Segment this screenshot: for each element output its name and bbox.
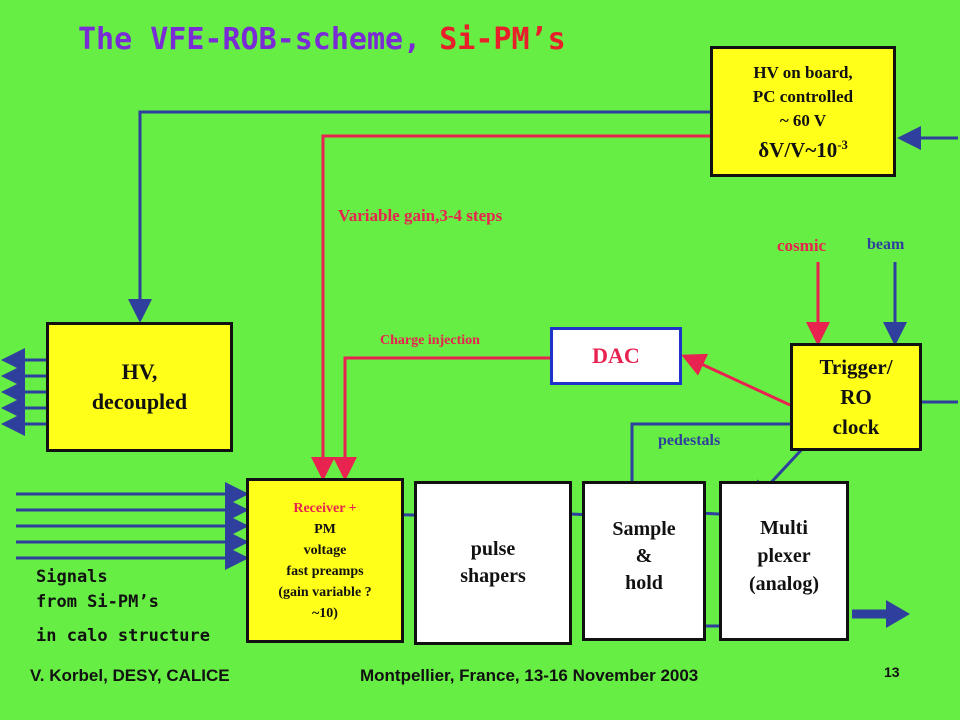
charge-injection-label: Charge injection (380, 333, 480, 348)
dac-to-receiver-line (333, 356, 550, 481)
signal-input-arrows (16, 482, 249, 570)
beam-label: beam (867, 236, 905, 253)
pulse-shapers-box: pulse shapers (414, 481, 572, 645)
voltage-ratio-label: δV/V~10-3 (758, 138, 848, 162)
hv-decoupled-box: HV, decoupled (46, 322, 233, 452)
trigger-box: Trigger/ RO clock (790, 343, 922, 451)
pedestals-line (620, 422, 790, 511)
trigger-to-dac-arrow (681, 353, 791, 407)
receiver-box: Receiver + PM voltage fast preamps (gain… (246, 478, 404, 643)
signals-label-line1: Signals (36, 567, 108, 587)
signals-label-line3: in calo structure (36, 626, 210, 646)
variable-gain-label: Variable gain,3-4 steps (338, 206, 503, 225)
pedestals-label: pedestals (658, 432, 721, 449)
footer-author: V. Korbel, DESY, CALICE (30, 666, 230, 685)
signals-label-line2: from Si-PM’s (36, 592, 159, 612)
multiplexer-box: Multi plexer (analog) (719, 481, 849, 641)
cosmic-label: cosmic (777, 236, 827, 255)
footer-event: Montpellier, France, 13-16 November 2003 (360, 666, 699, 685)
output-arrowhead (886, 600, 910, 628)
hv-to-decoupled-line (128, 110, 712, 323)
page-number: 13 (884, 664, 900, 680)
slide-title: The VFE-ROB-scheme, Si-PM’s (78, 22, 566, 57)
dac-box: DAC (550, 327, 682, 385)
hv-to-receiver-line (311, 134, 712, 481)
hv-on-board-box: HV on board, PC controlled ~ 60 V δV/V~1… (710, 46, 896, 177)
sample-hold-box: Sample & hold (582, 481, 706, 641)
